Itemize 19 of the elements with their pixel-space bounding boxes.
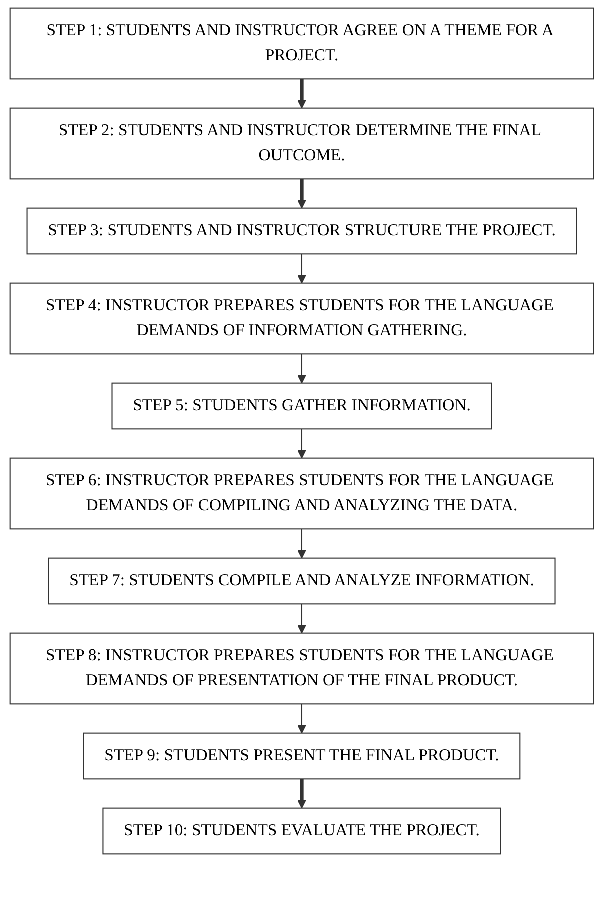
node-box: STEP 10: STUDENTS EVALUATE THE PROJECT.: [102, 808, 502, 855]
node-box: STEP 8: INSTRUCTOR PREPARES STUDENTS FOR THE LANGUAGE DEMANDS OF PRESENTATION OF THE FINAL PRODUCT.: [10, 632, 594, 705]
arrow: [297, 779, 307, 809]
arrow: [297, 354, 307, 384]
arrow: [297, 79, 307, 109]
node-box: STEP 2: STUDENTS AND INSTRUCTOR DETERMINE THE FINAL OUTCOME.: [10, 108, 594, 180]
arrow: [297, 254, 307, 284]
node-box: STEP 5: STUDENTS GATHER INFORMATION.: [112, 382, 492, 430]
node-box: STEP 3: STUDENTS AND INSTRUCTOR STRUCTURE THE PROJECT.: [26, 208, 578, 255]
node-box: STEP 1: STUDENTS AND INSTRUCTOR AGREE ON A THEME FOR A PROJECT.: [10, 8, 594, 80]
arrow: [297, 529, 307, 559]
arrow: [297, 704, 307, 734]
node-box: STEP 7: STUDENTS COMPILE AND ANALYZE INFORMATION.: [48, 558, 556, 605]
arrow: [297, 604, 307, 634]
node-box: STEP 6: INSTRUCTOR PREPARES STUDENTS FOR THE LANGUAGE DEMANDS OF COMPILING AND ANALYZING THE DATA.: [10, 458, 594, 530]
node-box: STEP 4: INSTRUCTOR PREPARES STUDENTS FOR THE LANGUAGE DEMANDS OF INFORMATION GATHERING.: [10, 282, 594, 355]
arrow: [297, 429, 307, 459]
node-box: STEP 9: STUDENTS PRESENT THE FINAL PRODUCT.: [83, 732, 521, 780]
arrow: [297, 179, 307, 209]
